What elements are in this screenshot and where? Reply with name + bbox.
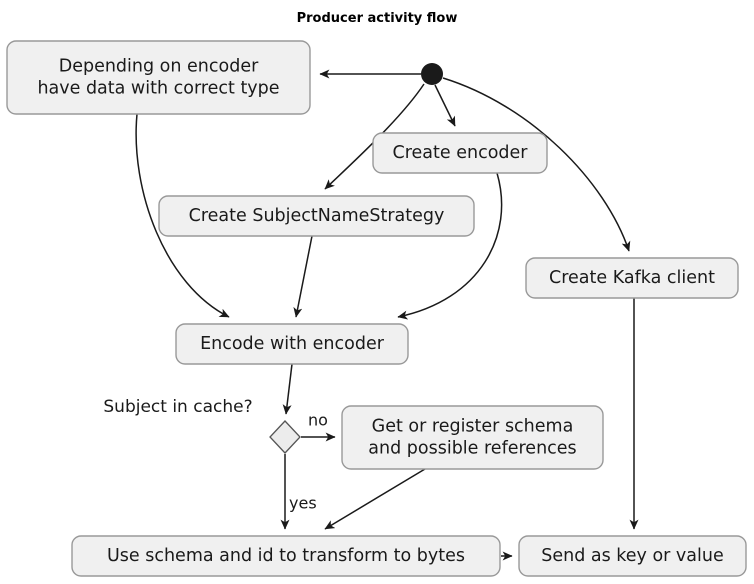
flow-edge-start-to-kafka-client <box>442 77 631 252</box>
flow-edge-create-encoder-to-encode <box>397 172 503 320</box>
edge-label-yes-label: yes <box>289 494 317 513</box>
activity-node-create-kafka-client[interactable]: Create Kafka client <box>525 257 739 299</box>
activity-node-use-schema-and-id[interactable]: Use schema and id to transform to bytes <box>71 535 501 577</box>
activity-node-create-encoder[interactable]: Create encoder <box>372 132 548 174</box>
node-label-create-kafka-client: Create Kafka client <box>549 268 715 288</box>
node-label-use-schema-and-id: Use schema and id to transform to bytes <box>107 546 465 566</box>
node-label-depending-on-encoder: have data with correct type <box>37 79 279 99</box>
edges-layer <box>135 69 639 561</box>
node-label-encode-with-encoder: Encode with encoder <box>200 334 385 354</box>
node-label-send-as-key-or-value: Send as key or value <box>541 546 724 566</box>
flow-edge-encode-to-decision <box>282 363 293 415</box>
start-node <box>421 63 443 85</box>
node-shape-depending-on-encoder <box>6 40 311 115</box>
flow-edge-get-register-to-use-schema <box>324 468 426 530</box>
node-label-get-or-register-schema: Get or register schema <box>372 417 574 437</box>
flow-edge-start-to-create-encoder <box>434 84 456 127</box>
node-shape-create-kafka-client <box>525 257 739 299</box>
node-shape-use-schema-and-id <box>71 535 501 577</box>
node-shape-encode-with-encoder <box>175 323 409 365</box>
activity-node-encode-with-encoder[interactable]: Encode with encoder <box>175 323 409 365</box>
edge-label-no-label: no <box>308 411 328 430</box>
decision-shape <box>269 420 301 454</box>
node-label-get-or-register-schema: and possible references <box>368 439 576 459</box>
activity-node-send-as-key-or-value[interactable]: Send as key or value <box>518 535 747 577</box>
node-shape-get-or-register-schema <box>341 405 604 470</box>
node-shape-create-encoder <box>372 132 548 174</box>
node-shape-send-as-key-or-value <box>518 535 747 577</box>
decision-node-subject-in-cache[interactable] <box>269 420 301 454</box>
decision-question-label: Subject in cache? <box>103 397 252 417</box>
node-label-create-subject-name-strategy: Create SubjectNameStrategy <box>189 206 445 226</box>
flow-edge-depending-to-encode <box>135 113 230 318</box>
node-label-create-encoder: Create encoder <box>393 143 529 163</box>
page-title: Producer activity flow <box>297 11 458 26</box>
flow-edge-subject-name-strategy-to-encode <box>293 235 313 318</box>
node-label-depending-on-encoder: Depending on encoder <box>59 57 259 77</box>
activity-node-create-subject-name-strategy[interactable]: Create SubjectNameStrategy <box>158 195 475 237</box>
edge-labels-layer: Subject in cache? no yes <box>103 397 328 513</box>
node-shape-create-subject-name-strategy <box>158 195 475 237</box>
